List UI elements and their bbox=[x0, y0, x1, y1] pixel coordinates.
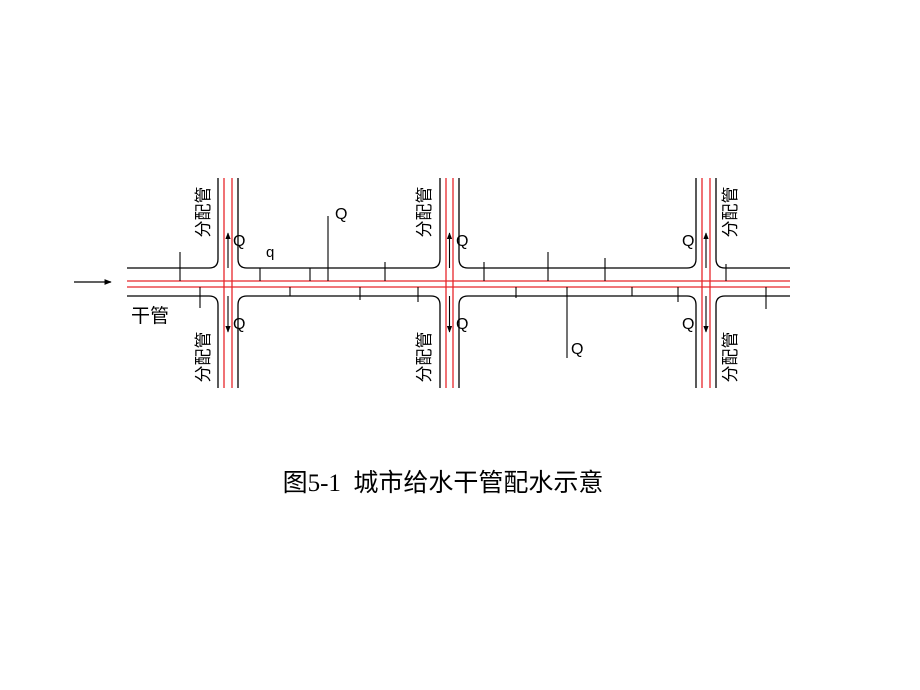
street-outlines bbox=[127, 178, 790, 388]
branch-label-top-1: 分配管 bbox=[194, 187, 213, 238]
branch-label-top-3: 分配管 bbox=[721, 187, 740, 238]
branch-label-bottom-2: 分配管 bbox=[415, 332, 434, 383]
q-label-withdrawal-upper: Q bbox=[335, 206, 347, 223]
q-label-node-2-top: Q bbox=[456, 233, 468, 250]
branch-flow-arrows bbox=[225, 232, 709, 333]
service-ticks bbox=[179, 252, 767, 309]
branch-label-bottom-1: 分配管 bbox=[194, 332, 213, 383]
q-label-node-3-top: Q bbox=[682, 233, 694, 250]
figure-caption: 图5-1 城市给水干管配水示意 bbox=[283, 469, 604, 497]
red-pipes bbox=[127, 178, 790, 388]
q-label-node-3-bottom: Q bbox=[682, 316, 694, 333]
flow-labels: Q Q Q Q Q Q Q Q q bbox=[233, 206, 694, 358]
branch-labels: 分配管 分配管 分配管 分配管 分配管 分配管 bbox=[194, 187, 740, 383]
line-flow-label: q bbox=[266, 244, 274, 261]
branch-label-top-2: 分配管 bbox=[415, 187, 434, 238]
q-label-node-1-top: Q bbox=[233, 233, 245, 250]
branch-label-bottom-3: 分配管 bbox=[721, 332, 740, 383]
q-label-node-1-bottom: Q bbox=[233, 316, 245, 333]
q-label-withdrawal-lower: Q bbox=[571, 341, 583, 358]
q-label-node-2-bottom: Q bbox=[456, 316, 468, 333]
main-pipe-label: 干管 bbox=[131, 305, 169, 327]
